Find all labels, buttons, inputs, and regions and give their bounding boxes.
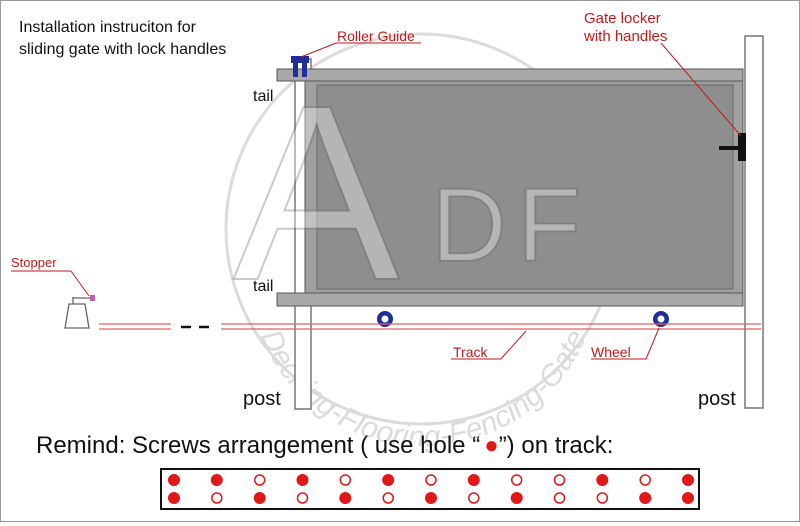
screw-hole-filled bbox=[639, 492, 652, 504]
screw-holes bbox=[168, 474, 694, 504]
screw-hole-open bbox=[468, 492, 480, 504]
screw-hole-filled bbox=[168, 474, 180, 486]
screw-hole-filled bbox=[296, 474, 309, 486]
screw-hole-filled bbox=[682, 474, 694, 486]
remind-filled-hole-icon: ● bbox=[484, 432, 499, 459]
remind-text: Remind: Screws arrangement ( use hole “●… bbox=[36, 432, 613, 459]
screw-hole-filled bbox=[253, 492, 266, 504]
screw-hole-open bbox=[553, 474, 566, 486]
track bbox=[99, 323, 761, 330]
bottom-rail bbox=[276, 292, 744, 307]
remind-suffix: ”) on track: bbox=[499, 432, 614, 459]
right-post bbox=[744, 35, 764, 409]
stopper-label: Stopper bbox=[11, 255, 57, 270]
watermark-letter-a: A bbox=[233, 53, 400, 332]
screw-hole-filled bbox=[596, 474, 609, 486]
roller-guide-label: Roller Guide bbox=[337, 28, 415, 44]
gate-lock-handle-icon bbox=[719, 133, 746, 161]
screw-hole-open bbox=[339, 474, 352, 486]
wheel-icon bbox=[653, 311, 669, 327]
roller-guide-icon bbox=[291, 56, 309, 77]
screw-hole-filled bbox=[682, 492, 694, 504]
watermark-letters: A D F bbox=[232, 52, 582, 333]
post-left-label: post bbox=[243, 388, 281, 410]
tail-bottom-label: tail bbox=[253, 278, 273, 295]
screw-hole-open bbox=[382, 492, 394, 504]
screw-hole-filled bbox=[168, 492, 180, 504]
screw-hole-filled bbox=[425, 492, 437, 504]
screw-hole-open bbox=[553, 492, 566, 504]
wheel-icon bbox=[377, 311, 393, 327]
screw-hole-filled bbox=[210, 474, 223, 486]
track-label: Track bbox=[453, 344, 488, 360]
screw-hole-filled bbox=[339, 492, 352, 504]
watermark-letter-f: F bbox=[517, 167, 581, 284]
wheel-label: Wheel bbox=[591, 344, 631, 360]
screw-hole-filled bbox=[467, 474, 480, 486]
title-line-1: Installation instruciton for bbox=[19, 19, 197, 36]
screw-hole-open bbox=[253, 474, 266, 486]
screw-hole-open bbox=[596, 492, 609, 504]
screw-hole-open bbox=[296, 492, 309, 504]
screw-hole-filled bbox=[382, 474, 395, 486]
remind-prefix: Remind: Screws arrangement ( use hole “ bbox=[36, 432, 480, 459]
watermark-letter-d: D bbox=[431, 167, 507, 284]
screw-strip bbox=[160, 468, 700, 510]
tail-top-label: tail bbox=[253, 88, 273, 105]
screw-hole-open bbox=[211, 492, 223, 504]
screw-hole-open bbox=[425, 474, 437, 486]
leader-lines bbox=[11, 42, 742, 360]
stopper-icon bbox=[64, 295, 95, 329]
screw-hole-filled bbox=[510, 492, 523, 504]
gate-locker-label-2: with handles bbox=[583, 28, 667, 45]
screw-hole-open bbox=[510, 474, 523, 486]
title-line-2: sliding gate with lock handles bbox=[19, 41, 226, 58]
screw-hole-open bbox=[639, 474, 651, 486]
gate-locker-label-1: Gate locker bbox=[584, 10, 661, 27]
gate-panel bbox=[304, 80, 744, 294]
post-right-label: post bbox=[698, 388, 736, 410]
